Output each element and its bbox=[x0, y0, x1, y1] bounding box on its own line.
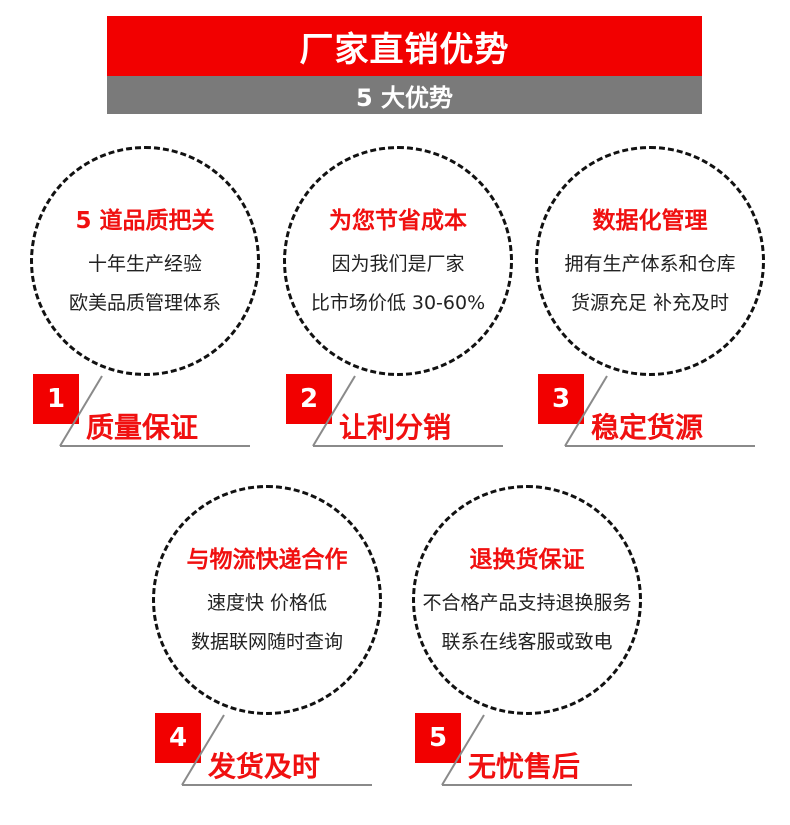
advantage-label: 无忧售后 bbox=[468, 750, 581, 783]
advantage-label: 稳定货源 bbox=[591, 411, 704, 444]
advantage-card-2: 为您节省成本 因为我们是厂家 比市场价低 30-60% 2 让利分销 bbox=[283, 146, 523, 456]
dashed-circle: 5 道品质把关 十年生产经验 欧美品质管理体系 bbox=[30, 146, 260, 376]
slash-decoration-icon bbox=[181, 714, 225, 785]
dashed-circle: 数据化管理 拥有生产体系和仓库 货源充足 补充及时 bbox=[535, 146, 765, 376]
advantage-line: 因为我们是厂家 bbox=[331, 253, 465, 275]
page-subtitle: 5 大优势 bbox=[107, 76, 702, 114]
underline-divider bbox=[60, 445, 250, 447]
underline-divider bbox=[442, 784, 632, 786]
number-badge: 1 bbox=[33, 374, 79, 424]
dashed-circle: 退换货保证 不合格产品支持退换服务 联系在线客服或致电 bbox=[412, 485, 642, 715]
advantage-line: 不合格产品支持退换服务 bbox=[422, 592, 632, 614]
slash-decoration-icon bbox=[59, 375, 103, 446]
number-badge: 3 bbox=[538, 374, 584, 424]
advantage-line: 速度快 价格低 bbox=[206, 592, 328, 614]
advantage-label: 发货及时 bbox=[208, 750, 321, 783]
number-badge: 2 bbox=[286, 374, 332, 424]
advantage-card-3: 数据化管理 拥有生产体系和仓库 货源充足 补充及时 3 稳定货源 bbox=[535, 146, 775, 456]
slash-decoration-icon bbox=[312, 375, 356, 446]
advantage-label: 让利分销 bbox=[339, 411, 452, 444]
underline-divider bbox=[182, 784, 372, 786]
advantage-heading: 数据化管理 bbox=[592, 208, 708, 234]
number-badge: 4 bbox=[155, 713, 201, 763]
page-title: 厂家直销优势 bbox=[107, 16, 702, 76]
advantage-card-5: 退换货保证 不合格产品支持退换服务 联系在线客服或致电 5 无忧售后 bbox=[412, 485, 652, 795]
advantage-line: 拥有生产体系和仓库 bbox=[564, 253, 736, 275]
advantage-heading: 为您节省成本 bbox=[329, 208, 467, 234]
advantage-line: 欧美品质管理体系 bbox=[68, 292, 221, 314]
dashed-circle: 为您节省成本 因为我们是厂家 比市场价低 30-60% bbox=[283, 146, 513, 376]
advantage-line: 联系在线客服或致电 bbox=[441, 631, 613, 653]
underline-divider bbox=[565, 445, 755, 447]
dashed-circle: 与物流快递合作 速度快 价格低 数据联网随时查询 bbox=[152, 485, 382, 715]
advantage-card-4: 与物流快递合作 速度快 价格低 数据联网随时查询 4 发货及时 bbox=[152, 485, 392, 795]
advantage-heading: 与物流快递合作 bbox=[186, 547, 348, 573]
slash-decoration-icon bbox=[564, 375, 608, 446]
advantage-line: 货源充足 补充及时 bbox=[570, 292, 730, 314]
advantage-line: 数据联网随时查询 bbox=[190, 631, 343, 653]
advantage-heading: 退换货保证 bbox=[469, 547, 585, 573]
advantage-card-1: 5 道品质把关 十年生产经验 欧美品质管理体系 1 质量保证 bbox=[30, 146, 270, 456]
advantage-line: 十年生产经验 bbox=[87, 253, 202, 275]
advantage-line: 比市场价低 30-60% bbox=[310, 292, 486, 314]
advantage-heading: 5 道品质把关 bbox=[75, 208, 215, 234]
underline-divider bbox=[313, 445, 503, 447]
advantage-label: 质量保证 bbox=[86, 411, 199, 444]
slash-decoration-icon bbox=[441, 714, 485, 785]
number-badge: 5 bbox=[415, 713, 461, 763]
